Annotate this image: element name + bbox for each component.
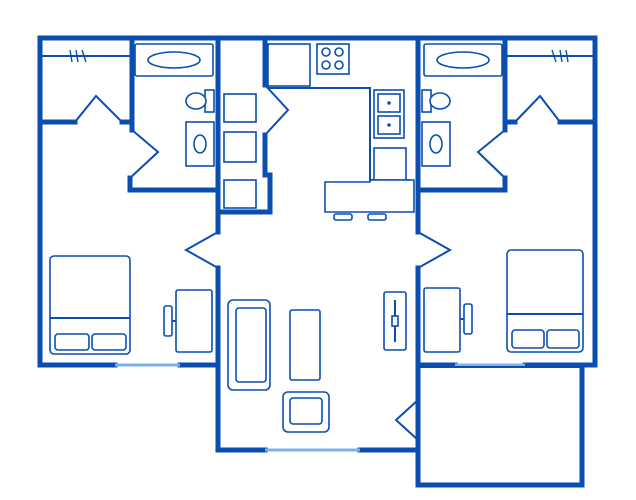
storage-units bbox=[223, 93, 257, 209]
kitchen bbox=[267, 43, 415, 221]
closet-rod-left bbox=[42, 49, 130, 63]
bar-counter bbox=[324, 179, 415, 213]
armchair bbox=[282, 391, 330, 433]
bathtub-basin-left bbox=[147, 51, 201, 69]
bedroom-left bbox=[49, 255, 213, 355]
exterior-walls bbox=[37, 35, 598, 453]
bar-stools bbox=[333, 213, 387, 221]
bar-stool bbox=[367, 213, 387, 221]
stove bbox=[316, 43, 350, 75]
interior-walls bbox=[37, 35, 598, 488]
dishwasher bbox=[373, 147, 407, 181]
sink-left bbox=[185, 121, 215, 167]
bed-right bbox=[506, 249, 584, 353]
double-sink bbox=[373, 89, 405, 139]
bed-left bbox=[49, 255, 131, 355]
doors bbox=[74, 84, 561, 441]
closet-rod-right bbox=[507, 49, 593, 63]
chair-right bbox=[463, 303, 473, 335]
bathroom-left bbox=[134, 43, 215, 167]
toilet-right bbox=[421, 89, 451, 113]
refrigerator bbox=[267, 43, 311, 87]
desk-right bbox=[423, 287, 473, 353]
desk-left bbox=[163, 289, 213, 353]
bar-stool bbox=[333, 213, 353, 221]
tv-stand bbox=[383, 291, 407, 351]
toilet-left bbox=[185, 89, 215, 113]
bathroom-right bbox=[421, 43, 503, 167]
coffee-table bbox=[289, 309, 321, 381]
bathtub-basin-right bbox=[436, 51, 490, 69]
bedroom-right bbox=[423, 249, 584, 353]
windows bbox=[115, 363, 525, 452]
sofa bbox=[227, 299, 271, 391]
sink-right bbox=[421, 121, 451, 167]
chair-left bbox=[163, 305, 173, 337]
living-room bbox=[227, 291, 407, 433]
